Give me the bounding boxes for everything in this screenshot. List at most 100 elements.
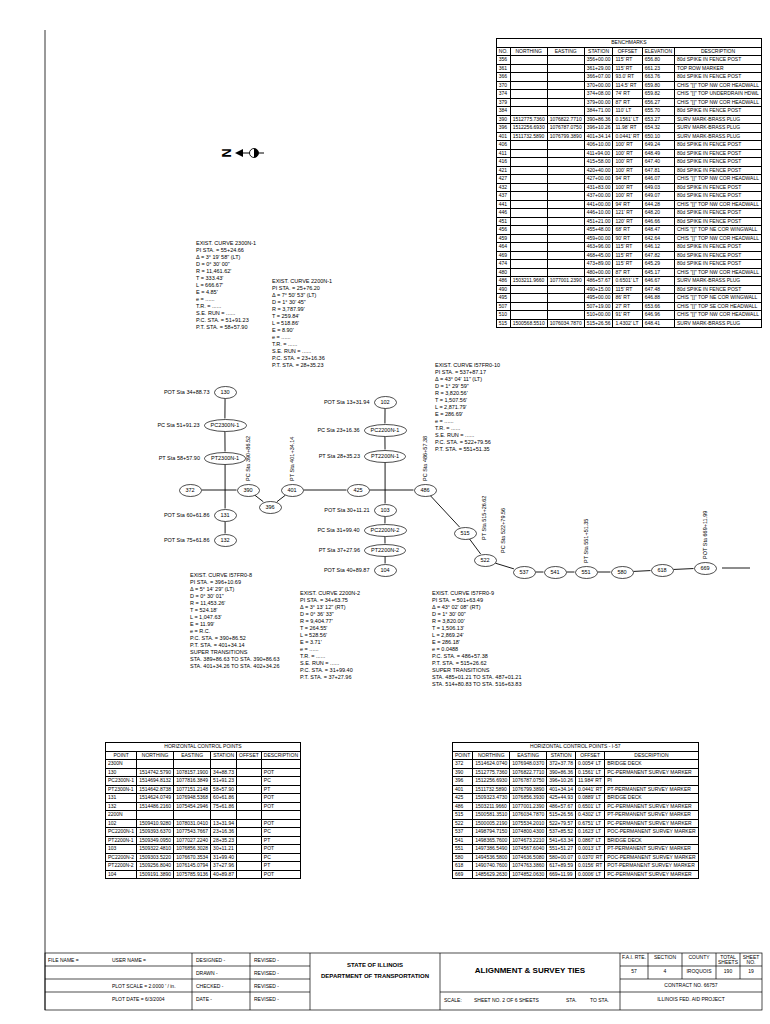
title-block-text: REVISED - — [254, 970, 279, 976]
table-cell: 1509393.6370 — [137, 828, 174, 837]
survey-point-ellipse: PC2200N-1 — [364, 424, 407, 437]
column-header: NORTHING — [137, 751, 174, 760]
title-block-lines — [45, 953, 762, 1010]
table-cell: 27' RT — [613, 302, 642, 311]
table-row: 4861503211.96601077001.2390486+57.670.65… — [453, 802, 699, 811]
alignment-line — [536, 572, 544, 573]
table-cell: 649.24 — [642, 141, 674, 150]
ellipse-shape — [214, 534, 236, 546]
alignment-extension — [722, 568, 750, 569]
survey-point-ellipse: PT2200N-2 — [364, 544, 406, 557]
table-row: 4251509323.47301076856.3930425+44.930.08… — [453, 794, 699, 803]
table-cell: 87' RT — [613, 98, 642, 107]
station-label: POT Sta 13+31.94 — [324, 399, 370, 406]
survey-point-ellipse: 103 — [374, 504, 397, 517]
table-cell: 1490740.7600 — [473, 862, 510, 871]
table-cell: 1511732.5890 — [473, 785, 510, 794]
table-cell: 1503211.9660 — [473, 802, 510, 811]
table-row: 5151500568.55101076034.7870515+26.561.43… — [496, 319, 761, 328]
table-cell: 356+00.00 — [584, 56, 613, 65]
station-label: PT Sta 58+57.90 — [159, 455, 200, 462]
table-cell: 0.0156' RT — [576, 862, 605, 871]
alignment-line — [598, 572, 611, 573]
table-cell: 100' RT — [613, 183, 642, 192]
table-row: 366366+07.0093.0' RT663.7680d SPIKE IN F… — [496, 73, 761, 82]
table-cell: 1076787.0750 — [510, 777, 547, 786]
table-cell: 58+57.90 — [211, 785, 237, 794]
title-block-text: IROQUOIS — [682, 969, 716, 975]
table-cell: CHIS "[]" TOP NE COR WINGWALL — [675, 294, 762, 303]
table-cell: 515 — [496, 319, 510, 328]
table-cell: 1514624.0740 — [473, 760, 510, 769]
table-cell: 2300N — [106, 760, 137, 769]
curve-data-line: e = ...... — [435, 418, 500, 425]
survey-point-ellipse: 580 — [611, 566, 634, 579]
table-cell: 121' RT — [613, 209, 642, 218]
point-number: 104 — [381, 567, 390, 574]
table-cell: 522+79.57 — [547, 819, 576, 828]
station-label: POT Sta 60+61.86 — [164, 512, 210, 519]
table-cell: POT — [261, 768, 300, 777]
alignment-line — [495, 563, 514, 569]
table-cell: 390 — [453, 768, 473, 777]
empty-cell — [547, 209, 584, 218]
empty-cell — [510, 234, 547, 243]
empty-cell — [510, 243, 547, 252]
ellipse-shape — [374, 396, 396, 408]
table-cell: 374 — [496, 90, 510, 99]
curve-data-line: T = 1,507.56' — [435, 397, 500, 404]
station-label: PT Sta 37+27.96 — [319, 547, 360, 554]
table-row: 3961512256.69301076787.0750396+10.2611.9… — [496, 124, 761, 133]
table-cell: 1509323.4730 — [473, 794, 510, 803]
table-cell: 11.98' RT — [613, 124, 642, 133]
table-cell: POT — [261, 802, 300, 811]
empty-cell — [237, 777, 262, 786]
table-cell: 103 — [106, 845, 137, 854]
empty-cell — [510, 90, 547, 99]
table-cell: 31+99.40 — [211, 853, 237, 862]
empty-cell — [211, 811, 237, 820]
table-cell: 647.81 — [642, 166, 674, 175]
table-cell: 0.6501' LT — [576, 802, 605, 811]
curve-data-line: SUPER TRANSITIONS — [190, 649, 280, 656]
north-arrow-half — [254, 149, 259, 158]
curve-data-line: R = 11,461.62' — [196, 268, 256, 275]
empty-cell — [510, 175, 547, 184]
survey-point-ellipse: 390 — [237, 484, 260, 497]
table-row: PC2200N-11509393.63701077543.766723+16.3… — [106, 828, 301, 837]
table-cell: 655.70 — [642, 107, 674, 116]
table-cell: CHIS "[]" TOP NW COR HEADWALL — [675, 311, 762, 320]
table-cell: PI — [605, 777, 698, 786]
curve-data-line: D = 0° 30' 00" — [196, 261, 256, 268]
table-cell: 411+94.00 — [584, 149, 613, 158]
point-number: PC2200N-1 — [371, 427, 400, 434]
table-cell: 1514694.8132 — [137, 777, 174, 786]
ellipse-shape — [513, 566, 535, 578]
empty-cell — [237, 836, 262, 845]
benchmark-table: BENCHMARKSNO.NORTHINGEASTINGSTATIONOFFSE… — [496, 38, 762, 328]
table-cell: 486 — [496, 277, 510, 286]
table-cell: 34+88.73 — [211, 768, 237, 777]
table-row: 5411498365.76001074673.2210541+63.340.08… — [453, 836, 699, 845]
table-cell: 94' RT — [613, 175, 642, 184]
empty-cell — [510, 166, 547, 175]
table-cell: CHIS "[]" TOP NW COR HEADWALL — [675, 175, 762, 184]
table-row: 432431+83.00100' RT649.0380d SPIKE IN FE… — [496, 183, 761, 192]
table-row: 456455+48.0068' RT648.47CHIS "[]" TOP NE… — [496, 226, 761, 235]
table-cell: 94' RT — [613, 200, 642, 209]
title-block-text: PLOT DATE = 6/3/2004 — [112, 996, 164, 1002]
table-cell: 384 — [496, 107, 510, 116]
alignment-line — [430, 496, 459, 527]
curve-data-line: PI STA. = 537+87.17 — [435, 369, 500, 376]
table-row: 379379+00.0087' RT656.27CHIS "[]" TOP NW… — [496, 98, 761, 107]
title-block-rule — [192, 953, 193, 1010]
empty-cell — [237, 785, 262, 794]
table-cell: 1076799.3890 — [510, 785, 547, 794]
table-cell: SURV MARK-BRASS PLUG — [675, 124, 762, 133]
table-cell: POT — [261, 819, 300, 828]
table-cell: 384+71.00 — [584, 107, 613, 116]
empty-cell — [547, 166, 584, 175]
table-cell: 1512775.7360 — [473, 768, 510, 777]
table-cell: 437+00.00 — [584, 192, 613, 201]
empty-cell — [510, 56, 547, 65]
